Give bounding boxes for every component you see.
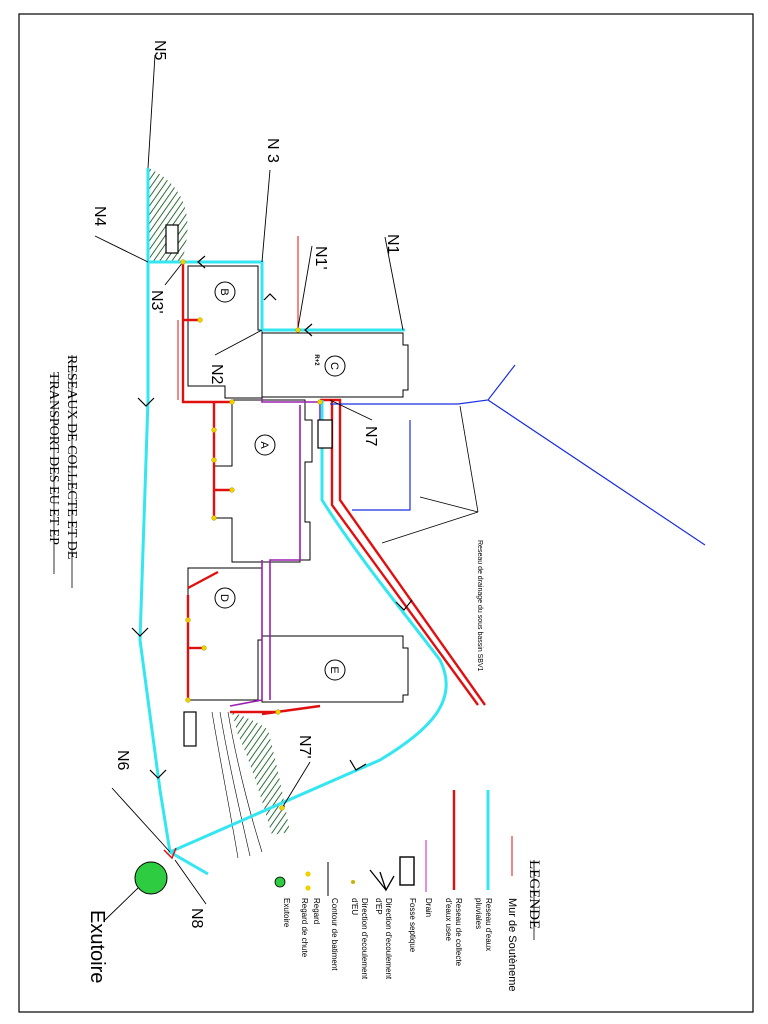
legend-label-wastewater-1: Reseau de collecte <box>454 898 463 967</box>
outlet-label: Exutoire <box>86 910 108 983</box>
node-n2: N2 <box>208 364 225 385</box>
legend-label-stormwater-1: Reseau d'eaux <box>484 898 493 951</box>
node-n7p: N7' <box>296 735 313 759</box>
legend-label-building-contour: Contour de batiment <box>330 898 339 971</box>
node-n1: N1 <box>384 234 401 255</box>
drain-network <box>229 398 321 707</box>
node-n6: N6 <box>114 750 131 771</box>
node-pointers <box>94 54 404 921</box>
sbv1-note: Reseau de drainage du sous bassin SBV1 <box>476 540 483 672</box>
node-n3: N 3 <box>264 138 281 163</box>
sbv1-pointers <box>381 405 479 544</box>
legend-label-wastewater-2: d'eaux usee <box>444 898 453 941</box>
legend-label-ep-flow-1: Direction d'ecoulement <box>384 898 393 980</box>
building-outlines <box>187 265 409 703</box>
stormwater-network <box>138 168 448 876</box>
legend-label-manhole: Regard <box>312 898 321 924</box>
legend-symbol-septic-tank <box>399 856 415 886</box>
manholes <box>180 259 323 811</box>
building-label-b: B <box>218 288 230 295</box>
legend-label-outlet: Exutoire <box>282 898 291 928</box>
outlet-circle <box>134 861 168 895</box>
building-label-a: A <box>258 441 270 449</box>
legend-label-drop-manhole: Regard de chute <box>300 898 309 958</box>
septic-tank-south <box>183 711 197 747</box>
legend-label-ep-flow-2: d'EP <box>374 898 383 915</box>
drawing-frame <box>18 13 754 1013</box>
junction-mark <box>163 847 177 860</box>
legend-label-eu-flow-2: d'EU <box>350 898 359 915</box>
node-n5: N5 <box>151 40 168 61</box>
legend-label-septic-tank: Fosse septique <box>408 898 417 953</box>
hatched-slope-south <box>232 712 290 835</box>
drainage-sbv1 <box>330 364 706 546</box>
node-n1p: N1' <box>312 246 329 270</box>
node-n3p: N3' <box>148 290 165 314</box>
legend-label-drain: Drain <box>424 898 433 917</box>
building-label-d: D <box>218 594 230 602</box>
legend-symbol-eu-arrow <box>351 880 355 884</box>
legend-symbol-flow-arrow <box>369 869 395 892</box>
building-c-floors: R+2 <box>313 354 319 366</box>
building-markers <box>214 281 346 681</box>
flow-arrows <box>131 255 413 779</box>
building-e-outline <box>261 635 409 703</box>
drawing-title-line2: TRANSPORT DES EU ET EP <box>46 372 61 545</box>
node-n8: N8 <box>188 908 205 929</box>
node-n4: N4 <box>91 206 108 227</box>
legend-label-eu-flow-1: Direction d'ecoulement <box>360 898 369 980</box>
legend-label-retaining-wall: Mur de Soutèneme <box>506 898 518 992</box>
building-label-e: E <box>328 666 340 673</box>
building-a-outline <box>213 399 313 563</box>
legend: LEGENDE Mur de Soutèneme Reseau d'eaux p… <box>274 790 542 992</box>
building-c-outline <box>261 332 409 398</box>
legend-symbol-manhole <box>305 871 311 877</box>
node-n7: N7 <box>362 426 379 447</box>
septic-tank-center <box>317 419 333 449</box>
drawing-title-line1: RESEAUX DE COLLECTE ET DE <box>64 355 79 559</box>
septic-tank-north <box>165 224 179 254</box>
building-label-c: C <box>328 362 340 370</box>
legend-symbol-outlet <box>274 876 286 888</box>
terrain-contours <box>211 711 263 859</box>
retaining-wall <box>177 236 299 400</box>
legend-symbol-drop-manhole <box>305 885 311 891</box>
legend-label-stormwater-2: pluviales <box>474 898 483 929</box>
